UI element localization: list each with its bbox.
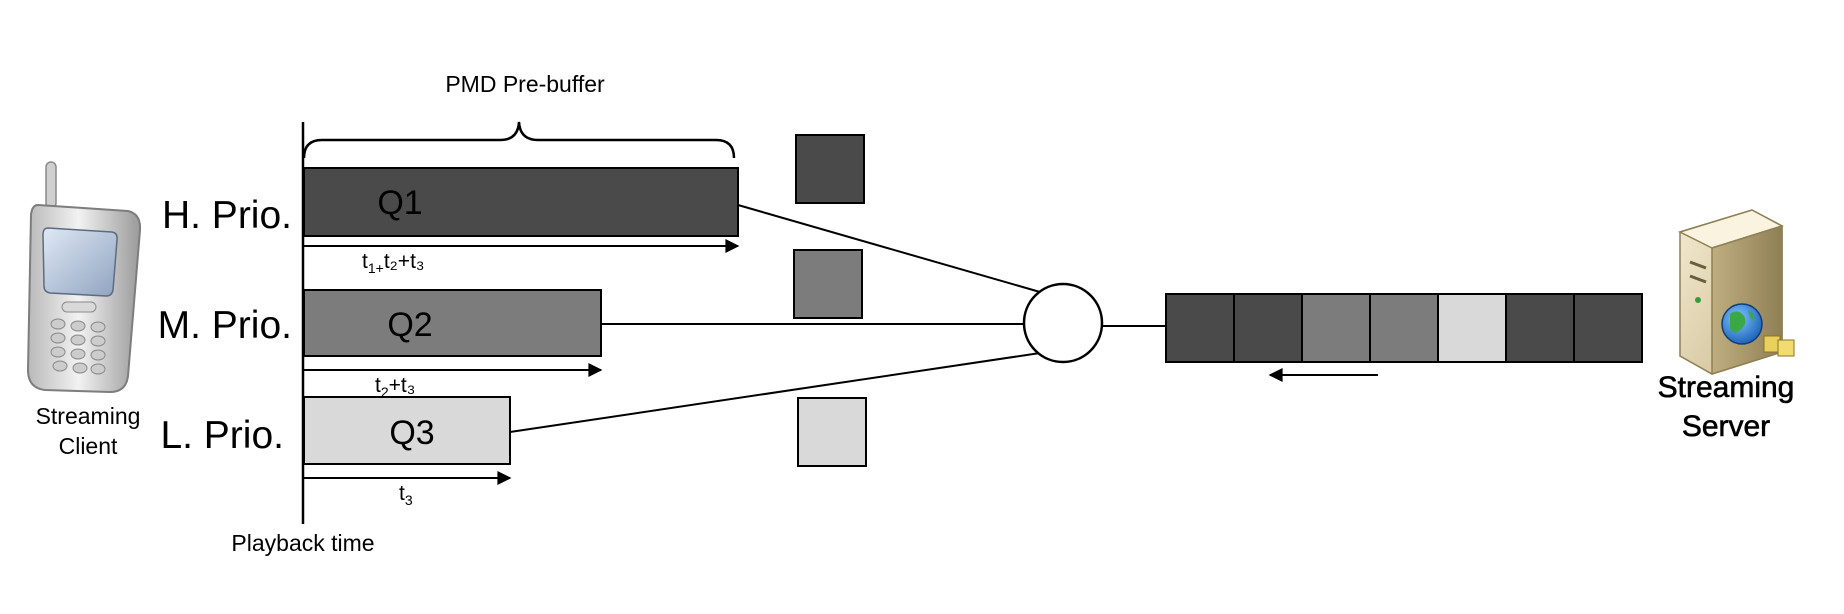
packet-square-high xyxy=(795,134,865,204)
stream-packet-7 xyxy=(1573,293,1643,363)
priority-label-high: H. Prio. xyxy=(162,194,292,237)
queue-bar-q1 xyxy=(303,167,739,237)
stream-packet-3 xyxy=(1301,293,1371,363)
stream-packet-6 xyxy=(1505,293,1575,363)
duration-label-q3: t3 xyxy=(399,482,413,508)
packet-square-medium xyxy=(793,249,863,319)
queue-label-q3: Q3 xyxy=(389,414,434,452)
duration-label-q1: t1+t₂+t₃ xyxy=(362,250,424,276)
stream-packet-2 xyxy=(1233,293,1303,363)
server-label-line2: Server xyxy=(1682,410,1770,443)
priority-label-medium: M. Prio. xyxy=(158,304,292,347)
link-q1-scheduler xyxy=(737,204,1041,293)
server-icon xyxy=(1677,209,1795,376)
pre-buffer-title: PMD Pre-buffer xyxy=(445,71,605,97)
client-label-line1: Streaming xyxy=(36,403,141,429)
stream-packet-4 xyxy=(1369,293,1439,363)
phone-icon xyxy=(26,161,142,394)
duration-label-q2: t2+t₃ xyxy=(375,374,415,400)
stream-packet-5 xyxy=(1437,293,1507,363)
stream-packet-1 xyxy=(1165,293,1235,363)
packet-square-low xyxy=(797,397,867,467)
queue-label-q1: Q1 xyxy=(377,184,422,222)
server-label-line1: Streaming xyxy=(1658,371,1795,404)
scheduler-node xyxy=(1022,282,1104,364)
queue-bar-q2 xyxy=(303,289,602,357)
client-label-line2: Client xyxy=(59,433,118,459)
queue-label-q2: Q2 xyxy=(387,306,432,344)
packet-stream xyxy=(1165,293,1643,363)
queue-bar-q3 xyxy=(303,396,511,465)
playback-time-label: Playback time xyxy=(231,530,374,556)
pre-buffer-brace xyxy=(302,121,736,159)
link-q3-scheduler xyxy=(509,352,1041,433)
priority-label-low: L. Prio. xyxy=(160,414,284,457)
